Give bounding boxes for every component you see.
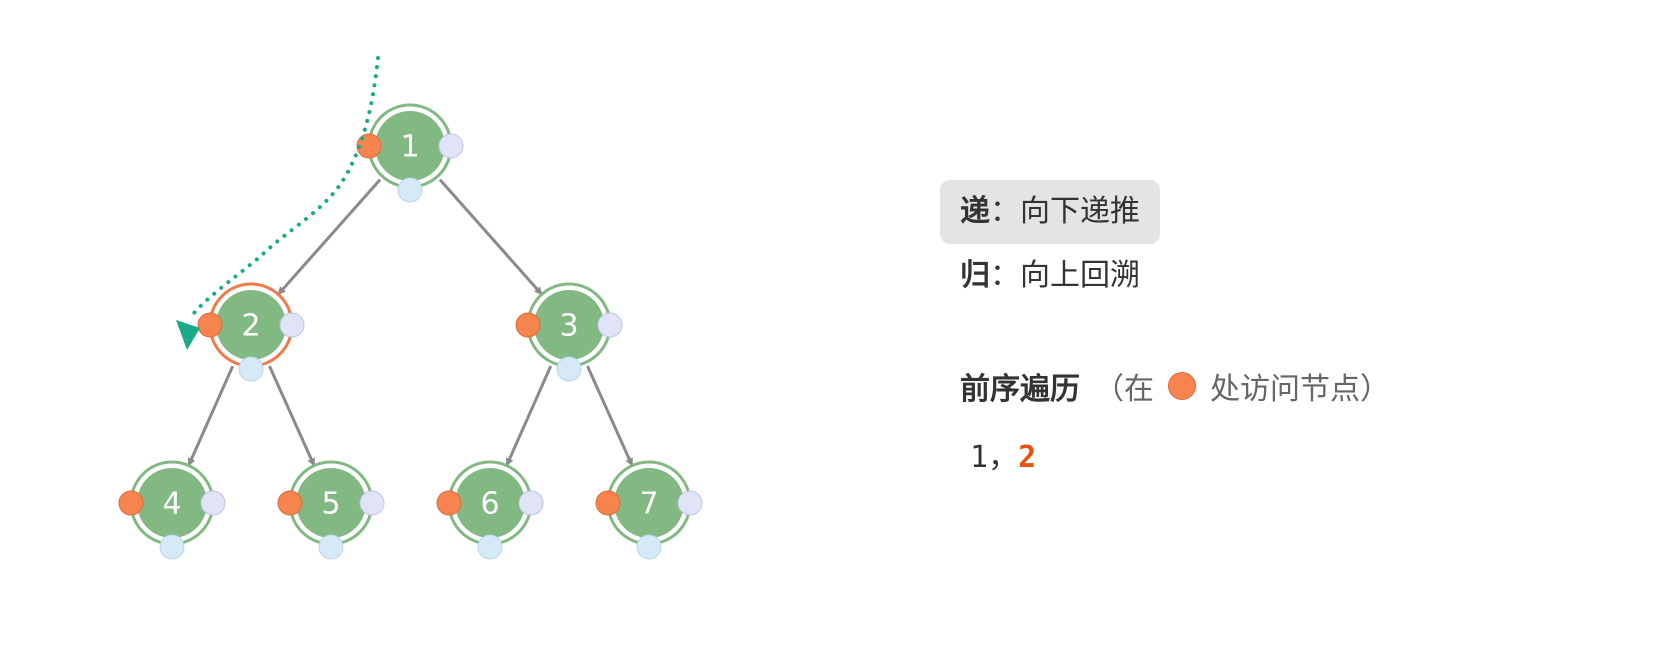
tree-node-6: 6 [436,460,544,560]
legend-recurse-key: 递 [960,194,990,229]
inorder-dot [318,534,344,560]
postorder-dot [359,490,385,516]
node-label: 2 [241,309,260,344]
node-circle [614,468,684,538]
sequence-separator: ， [988,440,1019,475]
tree-edge-2-4 [187,365,235,467]
node-label: 7 [639,487,658,522]
node-label: 3 [559,309,578,344]
postorder-dot [438,133,464,159]
preorder-dot [595,490,621,516]
traversal-path [176,56,380,350]
inorder-dot [636,534,662,560]
legend-panel: 递 ： 向下递推 归 ： 向上回溯 前序遍历 （在 处访问节点） 1，2 [940,180,1560,476]
traversal-sequence: 1，2 [960,432,1560,476]
inorder-dot [159,534,185,560]
sequence-item-current: 2 [1018,440,1037,475]
preorder-dot [436,490,462,516]
tree-node-3: 3 [515,282,623,382]
legend-return-desc: 向上回溯 [1020,258,1140,293]
node-label: 6 [480,487,499,522]
legend-recurse-row: 递 ： 向下递推 [940,180,1160,244]
postorder-dot [597,312,623,338]
tree-node-5: 5 [277,460,385,560]
legend-recurse-sep: ： [990,194,1020,229]
inorder-dot [238,356,264,382]
node-circle [216,290,286,360]
tree-edge-3-7 [586,365,634,467]
node-circle [296,468,366,538]
postorder-dot [677,490,703,516]
sequence-item: 1 [970,440,989,475]
tree-edges [187,178,634,467]
traversal-name: 前序遍历 [960,372,1080,407]
legend-return-sep: ： [990,258,1020,293]
legend-return-row: 归 ： 向上回溯 [940,244,1160,308]
preorder-dot [515,312,541,338]
traversal-note-open: （在 [1094,372,1154,407]
postorder-dot [200,490,226,516]
traversal-note: （在 处访问节点） [1094,364,1390,408]
preorder-dot [118,490,144,516]
tree-nodes: 1 2 3 4 5 6 7 [118,103,703,560]
tree-edge-2-5 [268,365,316,467]
tree-node-2: 2 [197,282,305,382]
tree-edge-1-2 [277,178,382,296]
postorder-dot [279,312,305,338]
inorder-dot [556,356,582,382]
tree-node-1: 1 [356,103,464,203]
legend-recurse-desc: 向下递推 [1020,194,1140,229]
node-circle [455,468,525,538]
tree-edge-1-3 [438,178,543,296]
traversal-title: 前序遍历 （在 处访问节点） [960,364,1560,408]
node-label: 5 [321,487,340,522]
postorder-dot [518,490,544,516]
tree-edge-3-6 [505,365,553,467]
node-circle [137,468,207,538]
tree-node-4: 4 [118,460,226,560]
node-label: 1 [400,130,419,165]
node-circle [375,111,445,181]
preorder-dot [277,490,303,516]
node-circle [534,290,604,360]
traversal-path-arrowhead-icon [176,320,200,350]
node-label: 4 [162,487,181,522]
tree-node-7: 7 [595,460,703,560]
traversal-path-line [188,56,380,320]
traversal-note-close: 处访问节点） [1210,372,1390,407]
legend-return-key: 归 [960,258,990,293]
preorder-dot [197,312,223,338]
preorder-visit-dot-icon [1168,372,1196,400]
inorder-dot [477,534,503,560]
inorder-dot [397,177,423,203]
